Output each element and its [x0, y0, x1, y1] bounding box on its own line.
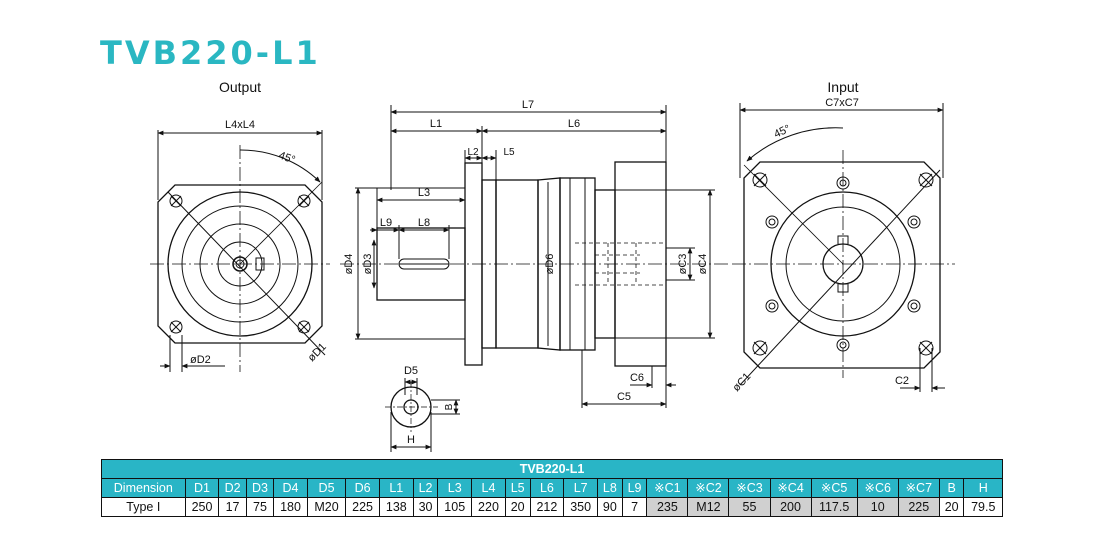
table-cell: 79.5 [963, 497, 1003, 517]
input-corner-holes [752, 172, 934, 356]
input-flange [743, 161, 941, 369]
table-title-row: TVB220-L1 [101, 459, 1003, 479]
table-header-cell: L6 [529, 478, 565, 498]
table-cell: 30 [412, 497, 439, 517]
table-cell: 350 [563, 497, 599, 517]
dim-B: B [444, 403, 455, 410]
dim-C2: C2 [895, 375, 909, 387]
table-cell: 138 [378, 497, 414, 517]
output-flange [157, 184, 323, 344]
input-label: Input [827, 79, 858, 95]
table-header-cell: L5 [504, 478, 531, 498]
dim-L5: L5 [503, 147, 515, 158]
table-cell: 250 [184, 497, 220, 517]
input-view: Input C7xC7 øC1 [730, 79, 955, 394]
table-cell: 55 [728, 497, 771, 517]
table-cell: 20 [938, 497, 965, 517]
table-cell: M20 [306, 497, 347, 517]
table-header-cell: L1 [378, 478, 414, 498]
table-cell: 212 [529, 497, 565, 517]
output-label: Output [219, 79, 261, 95]
dim-L3: L3 [418, 187, 430, 199]
table-header-cell: L4 [471, 478, 506, 498]
output-view: Output L4xL4 øD1 45° [150, 79, 330, 372]
key-detail: D5 B H [385, 365, 460, 452]
table-cell: 90 [597, 497, 623, 517]
dim-L4xL4: L4xL4 [225, 119, 255, 131]
table-header-cell: ※C3 [728, 478, 771, 498]
table-cell: 225 [345, 497, 380, 517]
dim-angle-out: 45° [277, 150, 297, 167]
table-cell: 117.5 [810, 497, 858, 517]
dim-L6: L6 [568, 118, 580, 130]
page-title: TVB220-L1 [100, 34, 321, 72]
table-header-cell: ※C2 [687, 478, 730, 498]
table-header-dimension: Dimension [101, 478, 186, 498]
table-header-cell: D3 [245, 478, 275, 498]
table-header-cell: ※C1 [646, 478, 689, 498]
dim-L9: L9 [380, 217, 392, 229]
dim-H: H [407, 434, 415, 446]
table-header-cell: L9 [621, 478, 648, 498]
table-cell: 220 [471, 497, 506, 517]
table-header-cell: H [963, 478, 1003, 498]
table-header-cell: D4 [273, 478, 308, 498]
dim-D2: øD2 [190, 354, 211, 366]
dim-D5: D5 [404, 365, 418, 377]
dim-C7xC7: C7xC7 [825, 97, 859, 109]
dim-D1: øD1 [306, 341, 329, 364]
table-header-cell: D5 [306, 478, 347, 498]
table-cell: M12 [687, 497, 730, 517]
table-cell: 200 [769, 497, 812, 517]
table-header-cell: B [938, 478, 965, 498]
table-cell: 225 [897, 497, 940, 517]
table-cell: 17 [218, 497, 247, 517]
table-cell: 180 [273, 497, 308, 517]
table-title: TVB220-L1 [101, 459, 1003, 479]
table-header-cell: ※C5 [810, 478, 858, 498]
dim-angle-in: 45° [772, 123, 792, 141]
table-header-cell: L3 [437, 478, 473, 498]
table-header-cell: ※C4 [769, 478, 812, 498]
table-cell: 20 [504, 497, 531, 517]
table-header-cell: ※C6 [856, 478, 899, 498]
dim-C5: C5 [617, 391, 631, 403]
table-header-cell: L2 [412, 478, 439, 498]
table-cell: 7 [621, 497, 648, 517]
table-cell: 10 [856, 497, 899, 517]
table-header-cell: ※C7 [897, 478, 940, 498]
dim-L1: L1 [430, 118, 442, 130]
table-header-cell: L8 [597, 478, 623, 498]
technical-drawing: Output L4xL4 øD1 45° [150, 79, 955, 452]
table-header-cell: L7 [563, 478, 599, 498]
table-row-label: Type I [101, 497, 186, 517]
table-cell: 105 [437, 497, 473, 517]
dim-C6: C6 [630, 372, 644, 384]
table-header-cell: D6 [345, 478, 380, 498]
table-header-cell: D1 [184, 478, 220, 498]
table-header-cell: D2 [218, 478, 247, 498]
dim-L8: L8 [418, 217, 430, 229]
dim-L2: L2 [467, 147, 479, 158]
dim-L7: L7 [522, 99, 534, 111]
table-cell: 75 [245, 497, 275, 517]
side-view: L7 L1 L6 L2 L5 L3 L9 L8 øD4 [340, 99, 730, 408]
table-cell: 235 [646, 497, 689, 517]
